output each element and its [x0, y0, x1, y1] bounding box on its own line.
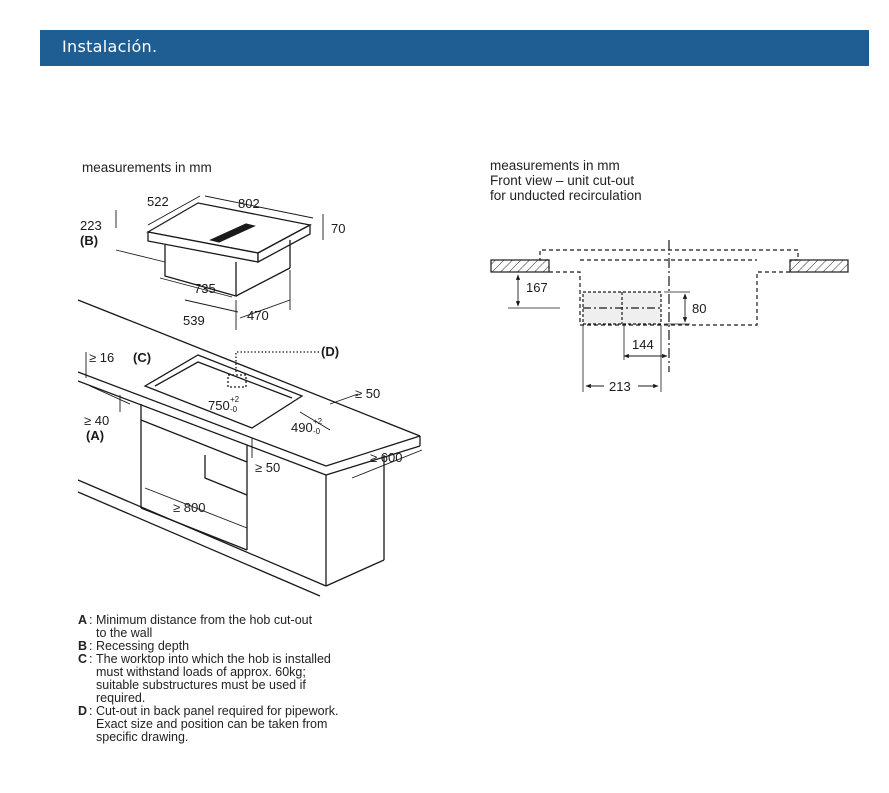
tol-lower: -0: [230, 405, 238, 414]
dim-cutout-depth: 490: [291, 420, 313, 435]
front-view-drawing: [490, 240, 849, 392]
label-b: (B): [80, 233, 98, 248]
dim-half-width: 144: [632, 337, 654, 352]
dim-cutout-width: 750: [208, 398, 230, 413]
legend-text: Recessing depth: [96, 639, 190, 653]
legend-key: A: [78, 613, 88, 627]
left-diagram-caption: measurements in mm: [82, 160, 212, 175]
worktop-drawing: [77, 299, 423, 597]
dim-front-gap: ≥ 50: [255, 460, 280, 475]
legend-item: D: Cut-out in back panel required for pi…: [78, 705, 438, 744]
legend-text: The worktop into which the hob is instal…: [96, 652, 331, 705]
legend: A: Minimum distance from the hob cut-out…: [78, 614, 438, 744]
tol-lower: -0: [313, 427, 321, 436]
dim-hob-depth: 522: [147, 194, 169, 209]
tol-upper: +2: [313, 417, 323, 426]
legend-text: Minimum distance from the hob cut-out to…: [96, 613, 313, 640]
dim-cabinet-width: ≥ 800: [173, 500, 205, 515]
legend-item: C: The worktop into which the hob is ins…: [78, 653, 438, 705]
tol-upper: +2: [230, 395, 240, 404]
dim-full-width: 213: [609, 379, 631, 394]
dim-recess-depth: 223: [80, 218, 102, 233]
dim-hob-height: 70: [331, 221, 345, 236]
section-title: Instalación.: [62, 37, 158, 56]
hob-drawing: [115, 195, 324, 330]
legend-item: B: Recessing depth: [78, 640, 438, 653]
legend-key: D: [78, 704, 88, 718]
label-c: (C): [133, 350, 151, 365]
dim-back-gap: ≥ 50: [355, 386, 380, 401]
legend-text: Cut-out in back panel required for pipew…: [96, 704, 339, 744]
dim-worktop-depth: ≥ 600: [370, 450, 402, 465]
dim-body-width: 735: [194, 281, 216, 296]
label-a: (A): [86, 428, 104, 443]
dim-duct-height: 80: [692, 301, 706, 316]
legend-key: B: [78, 639, 88, 653]
dim-depth-below: 167: [526, 280, 548, 295]
dim-body-depth: 470: [247, 308, 269, 323]
caption-line: measurements in mm: [490, 158, 620, 173]
dim-worktop-thickness: ≥ 16: [89, 350, 114, 365]
dim-hob-width: 802: [238, 196, 260, 211]
dim-wall-gap: ≥ 40: [84, 413, 109, 428]
legend-item: A: Minimum distance from the hob cut-out…: [78, 614, 438, 640]
caption-line: for unducted recirculation: [490, 188, 642, 203]
right-diagram-caption: measurements in mm Front view – unit cut…: [490, 158, 642, 203]
legend-key: C: [78, 652, 88, 666]
caption-line: Front view – unit cut-out: [490, 173, 635, 188]
label-d: (D): [321, 344, 339, 359]
dim-body-front: 539: [183, 313, 205, 328]
section-header: Instalación.: [40, 30, 869, 66]
